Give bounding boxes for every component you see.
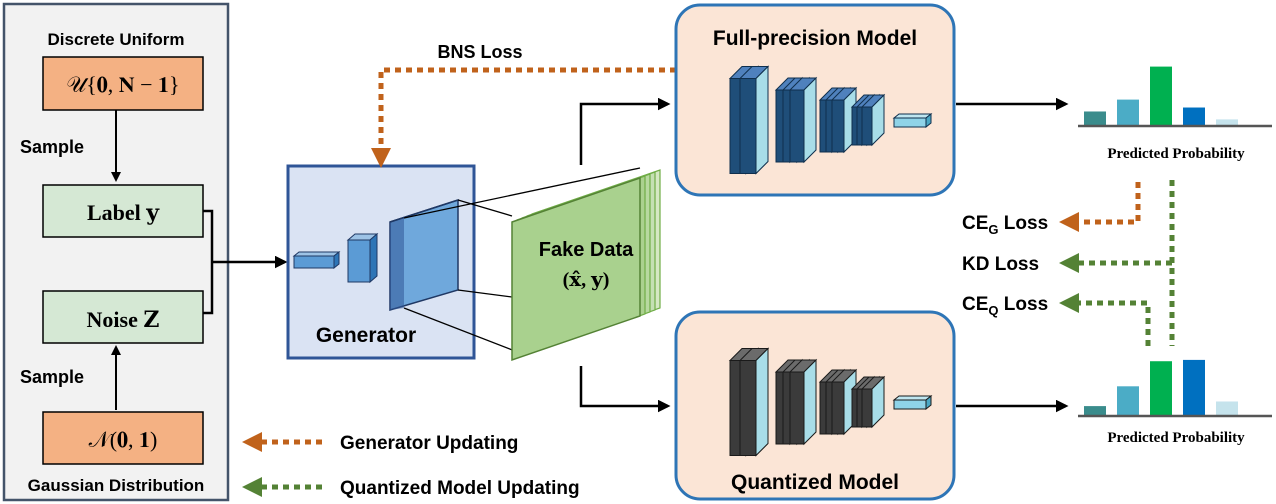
q-probability-bar-1 [1084, 406, 1106, 416]
loss-connectors [1059, 180, 1175, 346]
legend-quantized-updating: Quantized Model Updating [340, 478, 580, 499]
uniform-formula: 𝒰{𝟎, 𝐍 − 𝟏} [66, 72, 179, 97]
full-precision-model-label: Full-precision Model [713, 27, 917, 50]
fork-arrows [579, 97, 671, 413]
legend: Generator Updating Quantized Model Updat… [242, 432, 580, 499]
gaussian-distribution-box [42, 411, 204, 465]
fp-layer-1-2 [788, 76, 818, 164]
ce-q-loss-label: CEQ Loss [962, 294, 1048, 318]
noise-z-text: Noise 𝐙 [87, 307, 160, 332]
sample-label-bottom: Sample [20, 367, 84, 387]
fp-probability-chart: Predicted Probability [1078, 66, 1272, 162]
ce-g-loss-label: CEG Loss [962, 213, 1048, 237]
sampling-panel: Discrete Uniform 𝒰{𝟎, 𝐍 − 𝟏} Sample Labe… [2, 2, 230, 502]
fp-probability-bar-5 [1216, 119, 1238, 126]
discrete-uniform-title: Discrete Uniform [48, 30, 185, 49]
q-probability-bar-5 [1216, 401, 1238, 416]
q-layer-2-2 [830, 368, 858, 436]
fp-probability-bar-4 [1183, 107, 1205, 126]
quantized-model: Quantized Model [674, 310, 956, 501]
gaussian-distribution-title: Gaussian Distribution [28, 476, 205, 495]
fp-layer-3-2 [860, 93, 886, 147]
q-output-vector [892, 394, 933, 411]
fp-output-vector [892, 112, 933, 129]
q-probability-bar-2 [1117, 386, 1139, 416]
sample-label-top: Sample [20, 137, 84, 157]
label-y-text: Label 𝐲 [87, 200, 160, 225]
q-layer-3-2 [860, 375, 886, 429]
fp-probability-bar-1 [1084, 111, 1106, 126]
q-network-layers [728, 347, 933, 457]
fp-probability-bar-2 [1117, 99, 1139, 126]
gaussian-formula: 𝒩(𝟎, 𝟏) [89, 427, 158, 452]
generator-block: Generator [286, 164, 476, 360]
q-probability-chart: Predicted Probability [1078, 359, 1272, 446]
generator-label: Generator [316, 324, 416, 347]
fp-layer-0-1 [738, 65, 770, 175]
bns-loss-arrow: BNS Loss [371, 42, 676, 168]
label-y-box [42, 184, 204, 238]
fake-data-title: Fake Data [539, 239, 634, 261]
fake-data-stack: Fake Data (𝐱̂, 𝐲) [511, 169, 661, 362]
q-layer-1-2 [788, 358, 818, 446]
input-merge-connector [203, 209, 288, 315]
fake-data-pair: (𝐱̂, 𝐲) [563, 269, 610, 291]
full-precision-model: Full-precision Model [674, 3, 956, 197]
legend-generator-updating: Generator Updating [340, 433, 518, 454]
q-probability-bar-4 [1183, 359, 1205, 416]
fp-probability-bar-3 [1150, 66, 1172, 126]
loss-labels: CEG Loss KD Loss CEQ Loss [962, 213, 1048, 318]
q-probability-caption: Predicted Probability [1107, 430, 1245, 446]
uniform-distribution-box [42, 56, 204, 111]
fp-probability-caption: Predicted Probability [1107, 146, 1245, 162]
kd-loss-label: KD Loss [962, 254, 1039, 275]
bns-loss-label: BNS Loss [437, 42, 522, 62]
quantized-model-label: Quantized Model [731, 471, 899, 494]
fp-network-layers [728, 65, 933, 175]
projection-lines [403, 167, 641, 354]
noise-z-box [42, 290, 204, 344]
q-layer-0-1 [738, 347, 770, 457]
q-probability-bar-3 [1150, 361, 1172, 416]
